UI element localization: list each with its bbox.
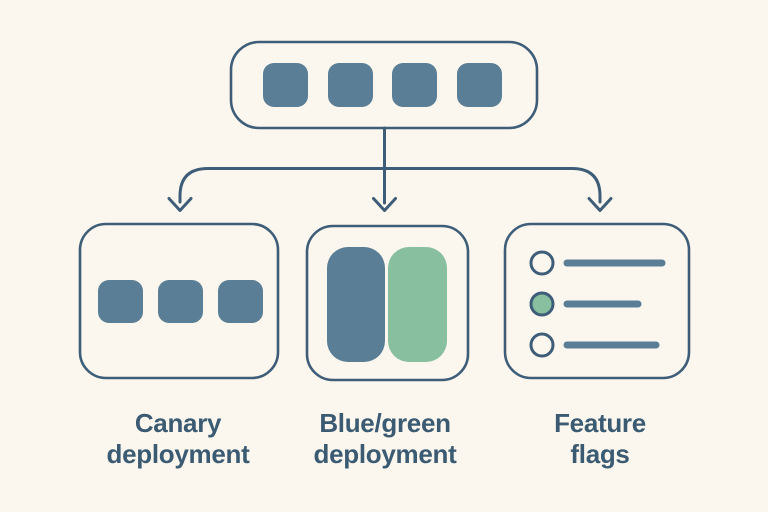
flag-toggle-off-icon	[529, 332, 555, 358]
canary-label-line1: Canary	[135, 408, 222, 438]
four-segment-bar-icon	[263, 63, 502, 107]
canary-label-line2: deployment	[107, 439, 251, 469]
segment-icon	[218, 280, 263, 323]
segment-icon	[263, 63, 308, 107]
toggle-list-icon	[529, 250, 666, 358]
arrowhead-left-icon	[167, 197, 193, 212]
feature-flags-node-box	[503, 222, 691, 380]
feature-flags-label-line1: Feature	[554, 408, 646, 438]
flag-toggle-off-icon	[529, 250, 555, 276]
blue-green-label-line2: deployment	[314, 439, 458, 469]
blue-environment-pill	[327, 247, 385, 362]
root-node	[229, 40, 539, 130]
segment-icon	[392, 63, 437, 107]
three-squares-icon	[98, 280, 263, 323]
segment-icon	[98, 280, 143, 323]
canary-deployment-node	[78, 222, 280, 380]
green-environment-pill	[388, 247, 447, 362]
flag-toggle-on-icon	[529, 291, 555, 317]
arrowhead-center-icon	[372, 197, 397, 212]
segment-icon	[457, 63, 502, 107]
blue-green-node-box	[305, 224, 470, 382]
branch-labels: Canary deployment Blue/green deployment …	[107, 408, 647, 469]
segment-icon	[158, 280, 203, 323]
canary-node-box	[78, 222, 280, 380]
feature-flags-node	[503, 222, 691, 380]
connector-arrows	[167, 126, 613, 212]
blue-green-split-icon	[327, 247, 447, 362]
arrowhead-right-icon	[587, 197, 613, 212]
blue-green-label-line1: Blue/green	[319, 408, 450, 438]
arrow-branch-rail	[178, 167, 602, 204]
segment-icon	[328, 63, 373, 107]
blue-green-deployment-node	[305, 224, 470, 382]
feature-flags-label-line2: flags	[570, 439, 629, 469]
